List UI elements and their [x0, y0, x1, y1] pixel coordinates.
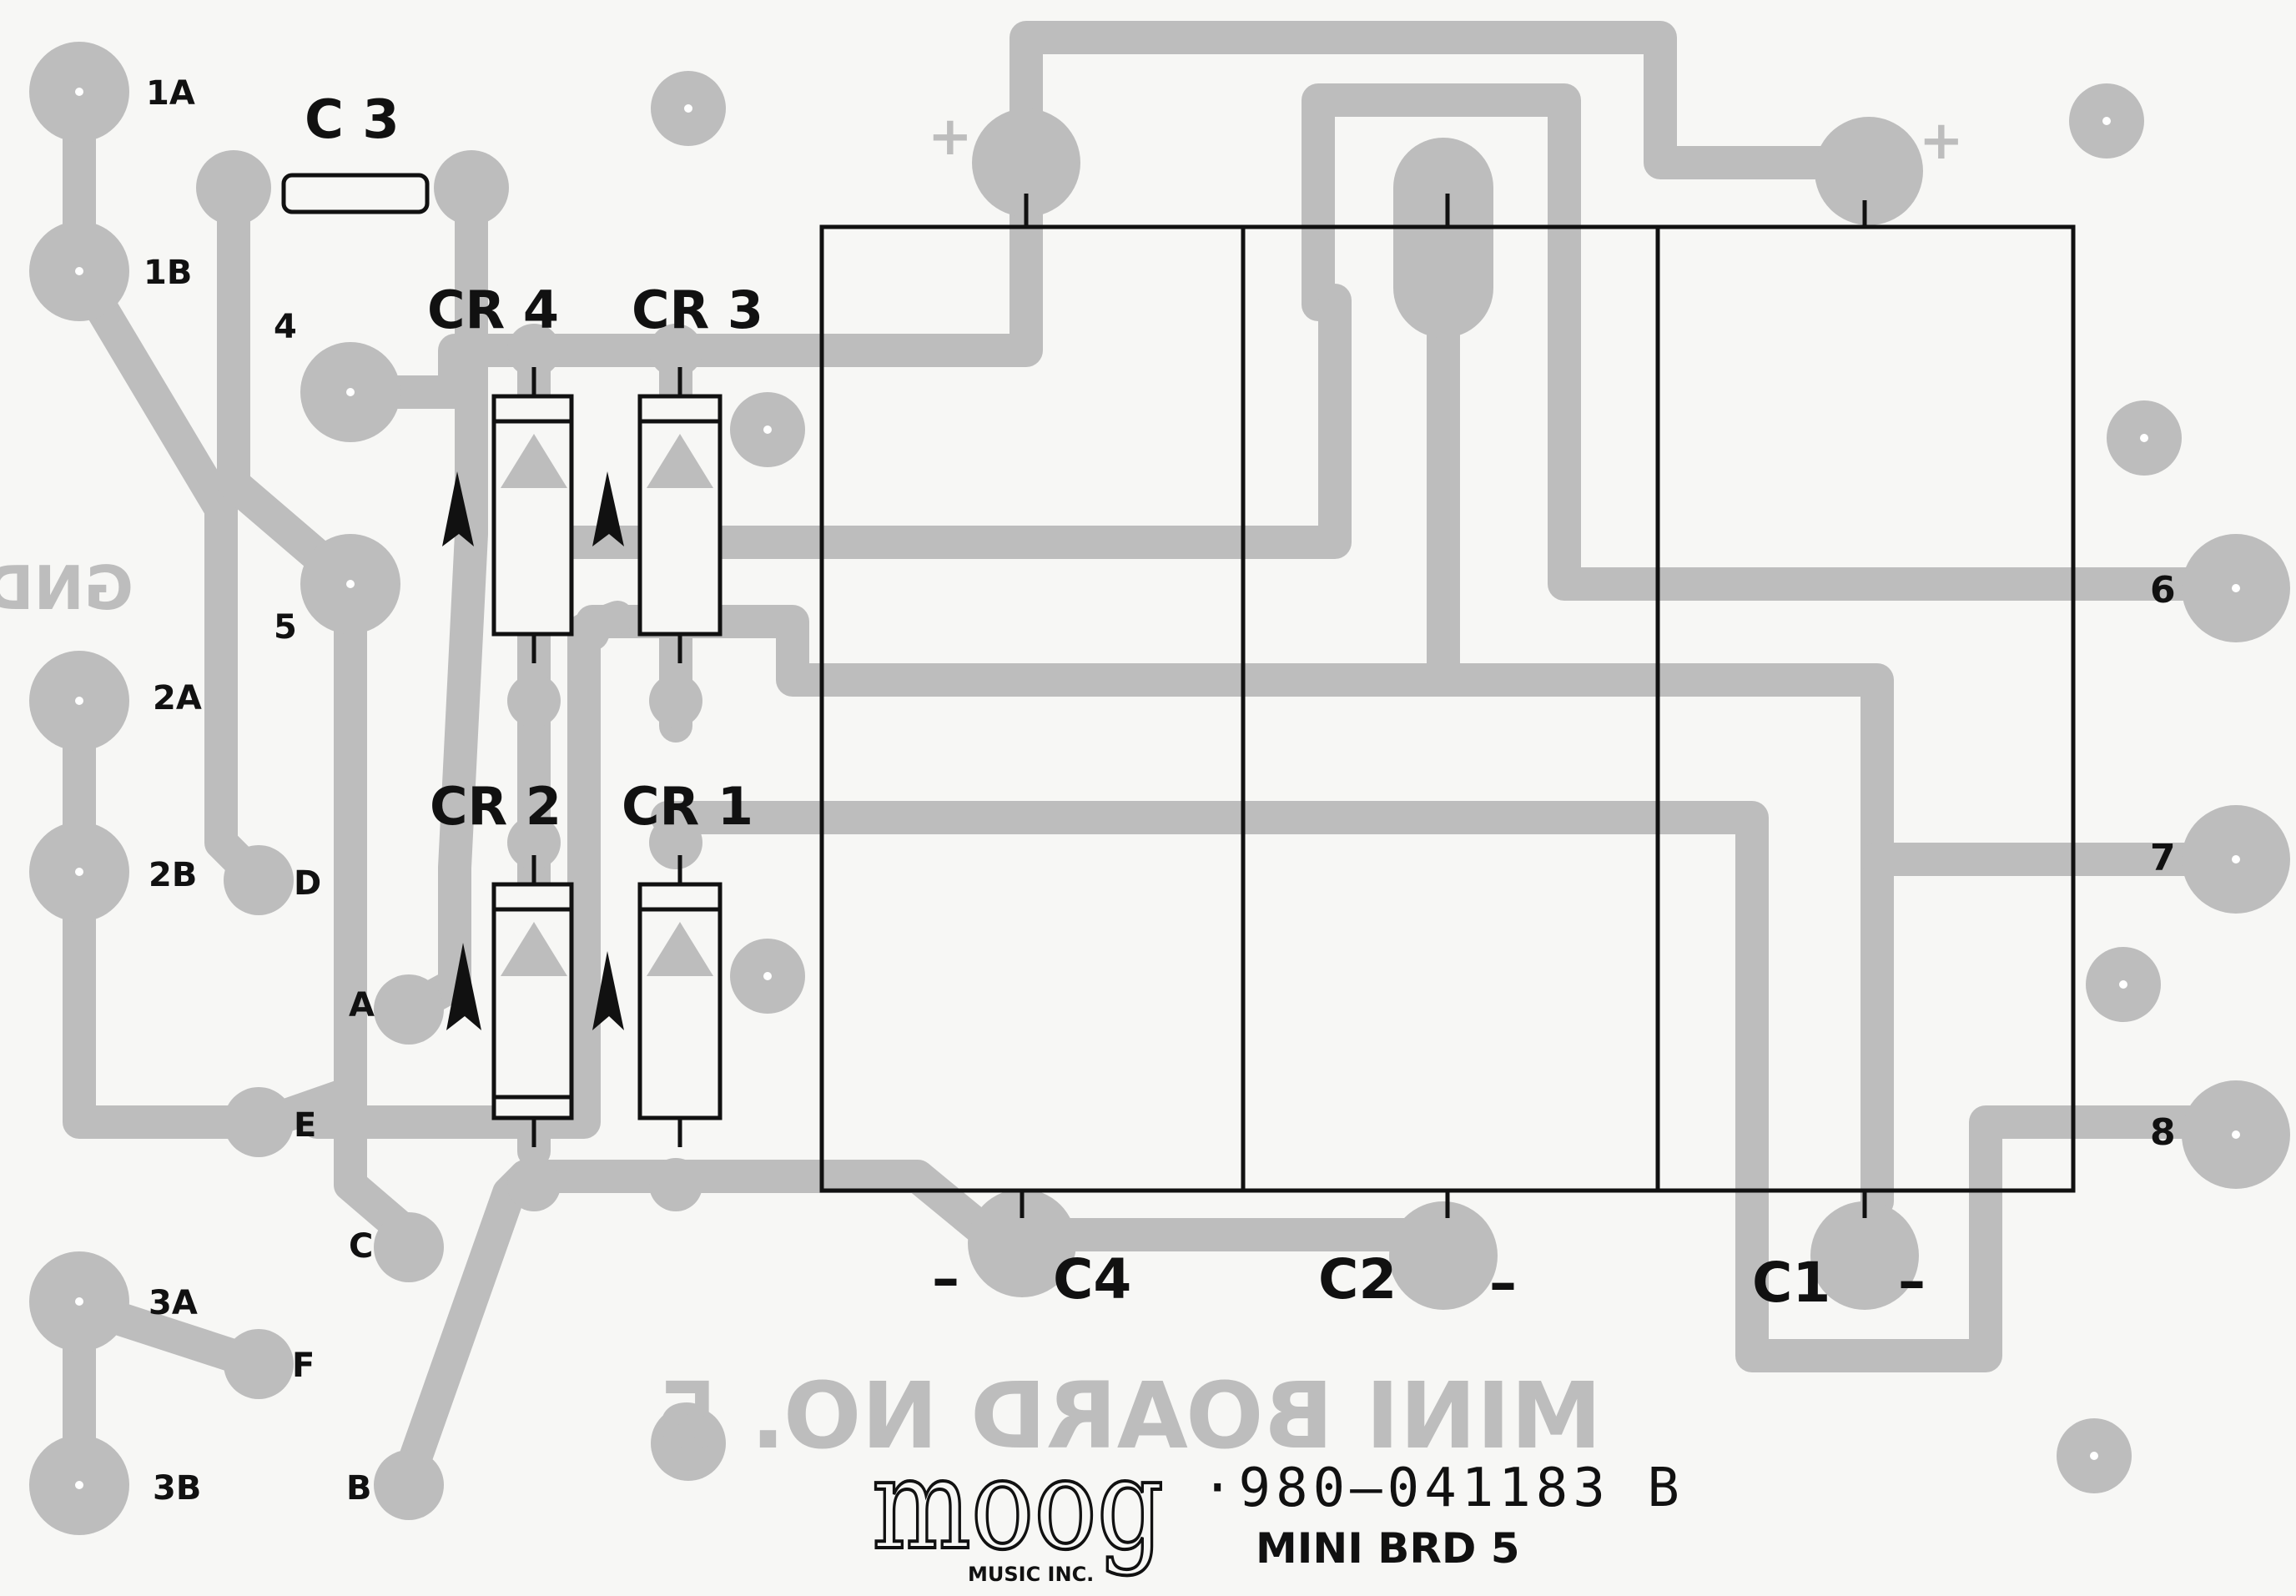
pad-label-3a: 3A	[149, 1284, 198, 1322]
pad-label-7: 7	[2150, 837, 2176, 879]
cr3-label: CR 3	[632, 279, 763, 340]
c1-label: C1	[1752, 1251, 1830, 1315]
cr1-label: CR 1	[622, 776, 753, 837]
c2-minus-mark: –	[1489, 1251, 1517, 1315]
component-labels: C 3 CR 4 CR 3 CR 2 CR 1 C4 C2 C1	[305, 89, 1830, 1315]
pad-label-f: F	[292, 1347, 315, 1385]
pad-holes	[75, 88, 2240, 1489]
mirrored-silkscreen: MINI BOARD NO. 5 GND	[0, 553, 1602, 1469]
pad-label-d: D	[294, 864, 321, 903]
c4-outline	[819, 224, 1246, 1193]
pad-label-b: B	[346, 1469, 372, 1508]
c1-plus-mark: +	[1919, 110, 1964, 172]
pad-label-5: 5	[274, 608, 297, 647]
pad-label-2b: 2B	[149, 856, 197, 894]
arrow-icon	[592, 951, 624, 1030]
pad-label-8: 8	[2150, 1111, 2176, 1154]
c3-outline	[281, 173, 430, 214]
pad-label-4: 4	[274, 308, 297, 346]
moog-subtitle: MUSIC INC.	[968, 1563, 1094, 1586]
pad-label-1a: 1A	[146, 74, 195, 113]
diode-cr3	[637, 367, 723, 663]
pad-labels: 1A 1B 4 5 2A 2B D A E C 3A F 3B B 6 7 8	[144, 74, 2176, 1508]
pad-label-2a: 2A	[153, 679, 202, 717]
pad-label-c: C	[349, 1227, 373, 1266]
pad-label-3b: 3B	[153, 1469, 201, 1508]
part-number: ·980–041183 B	[1201, 1458, 1684, 1519]
c1-minus-mark: –	[1898, 1249, 1926, 1313]
mirrored-board-title: MINI BOARD NO. 5	[655, 1362, 1602, 1469]
pad-label-e: E	[294, 1106, 316, 1145]
moog-wordmark: moog	[872, 1432, 1164, 1578]
c2-plus-pad	[1393, 138, 1493, 338]
capacitor-block	[819, 194, 2076, 1218]
mirrored-gnd-label: GND	[0, 553, 133, 623]
arrow-icon	[446, 943, 481, 1030]
diode-cr1	[637, 855, 723, 1147]
moog-logo: moog MUSIC INC.	[870, 1431, 1166, 1586]
c4-minus-mark: –	[932, 1246, 959, 1311]
diode-cr4	[491, 367, 574, 663]
arrow-icon	[442, 471, 474, 546]
board-name: MINI BRD 5	[1256, 1524, 1520, 1573]
pads	[29, 42, 2290, 1535]
c3-label: C 3	[305, 89, 400, 151]
cr4-label: CR 4	[427, 279, 559, 340]
c4-plus-mark: +	[928, 106, 973, 168]
pad-label-a: A	[349, 986, 375, 1025]
diode-polarity-arrows	[442, 471, 624, 1030]
diode-cr2	[491, 855, 574, 1147]
pad-label-6: 6	[2150, 569, 2176, 612]
pad-label-1b: 1B	[144, 254, 192, 292]
arrow-icon	[592, 471, 624, 546]
c4-label: C4	[1053, 1247, 1131, 1312]
c2-label: C2	[1318, 1247, 1397, 1312]
polarity-marks: + + – – –	[928, 106, 1964, 1315]
cr2-label: CR 2	[430, 776, 561, 837]
